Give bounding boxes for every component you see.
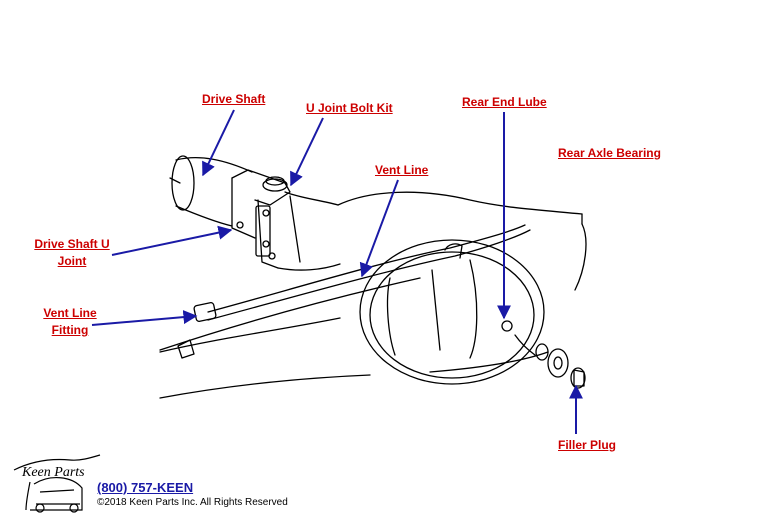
label-vent-line[interactable]: Vent Line bbox=[375, 163, 429, 177]
label-drive-shaft-u-joint[interactable]: Drive Shaft U Joint bbox=[33, 236, 111, 270]
arrow-drive-shaft bbox=[202, 109, 235, 177]
logo-script-text: Keen Parts bbox=[21, 465, 85, 480]
phone-link[interactable]: (800) 757-KEEN bbox=[97, 480, 194, 495]
u-joint-cap bbox=[262, 178, 288, 192]
label-vent-line-fitting-line2[interactable]: Fitting bbox=[51, 323, 89, 337]
label-drive-shaft-u-joint-line1[interactable]: Drive Shaft U bbox=[34, 237, 110, 251]
copyright-text: ©2018 Keen Parts Inc. All Rights Reserve… bbox=[97, 497, 288, 508]
arrow-u-joint-bolt-kit bbox=[290, 117, 324, 187]
label-rear-axle-bearing[interactable]: Rear Axle Bearing bbox=[558, 146, 661, 160]
vent-line-fitting-part bbox=[193, 302, 217, 322]
axle-housing-drawing bbox=[159, 155, 587, 399]
label-u-joint-bolt-kit[interactable]: U Joint Bolt Kit bbox=[306, 101, 393, 115]
callout-arrows bbox=[91, 109, 583, 434]
differential-cover bbox=[359, 239, 545, 385]
arrow-drive-shaft-u-joint bbox=[111, 225, 233, 256]
label-vent-line-fitting-line1[interactable]: Vent Line bbox=[43, 306, 97, 320]
label-rear-end-lube[interactable]: Rear End Lube bbox=[462, 95, 547, 109]
arrow-vent-line-fitting bbox=[91, 310, 198, 326]
label-filler-plug[interactable]: Filler Plug bbox=[558, 438, 617, 452]
arrow-vent-line bbox=[359, 179, 399, 278]
label-drive-shaft[interactable]: Drive Shaft bbox=[202, 92, 266, 106]
drive-shaft-end bbox=[171, 155, 195, 211]
label-vent-line-fitting[interactable]: Vent Line Fitting bbox=[38, 305, 102, 339]
label-drive-shaft-u-joint-line2[interactable]: Joint bbox=[57, 254, 87, 268]
keen-parts-logo: Keen Parts bbox=[13, 454, 101, 513]
plug-washer bbox=[547, 348, 569, 378]
